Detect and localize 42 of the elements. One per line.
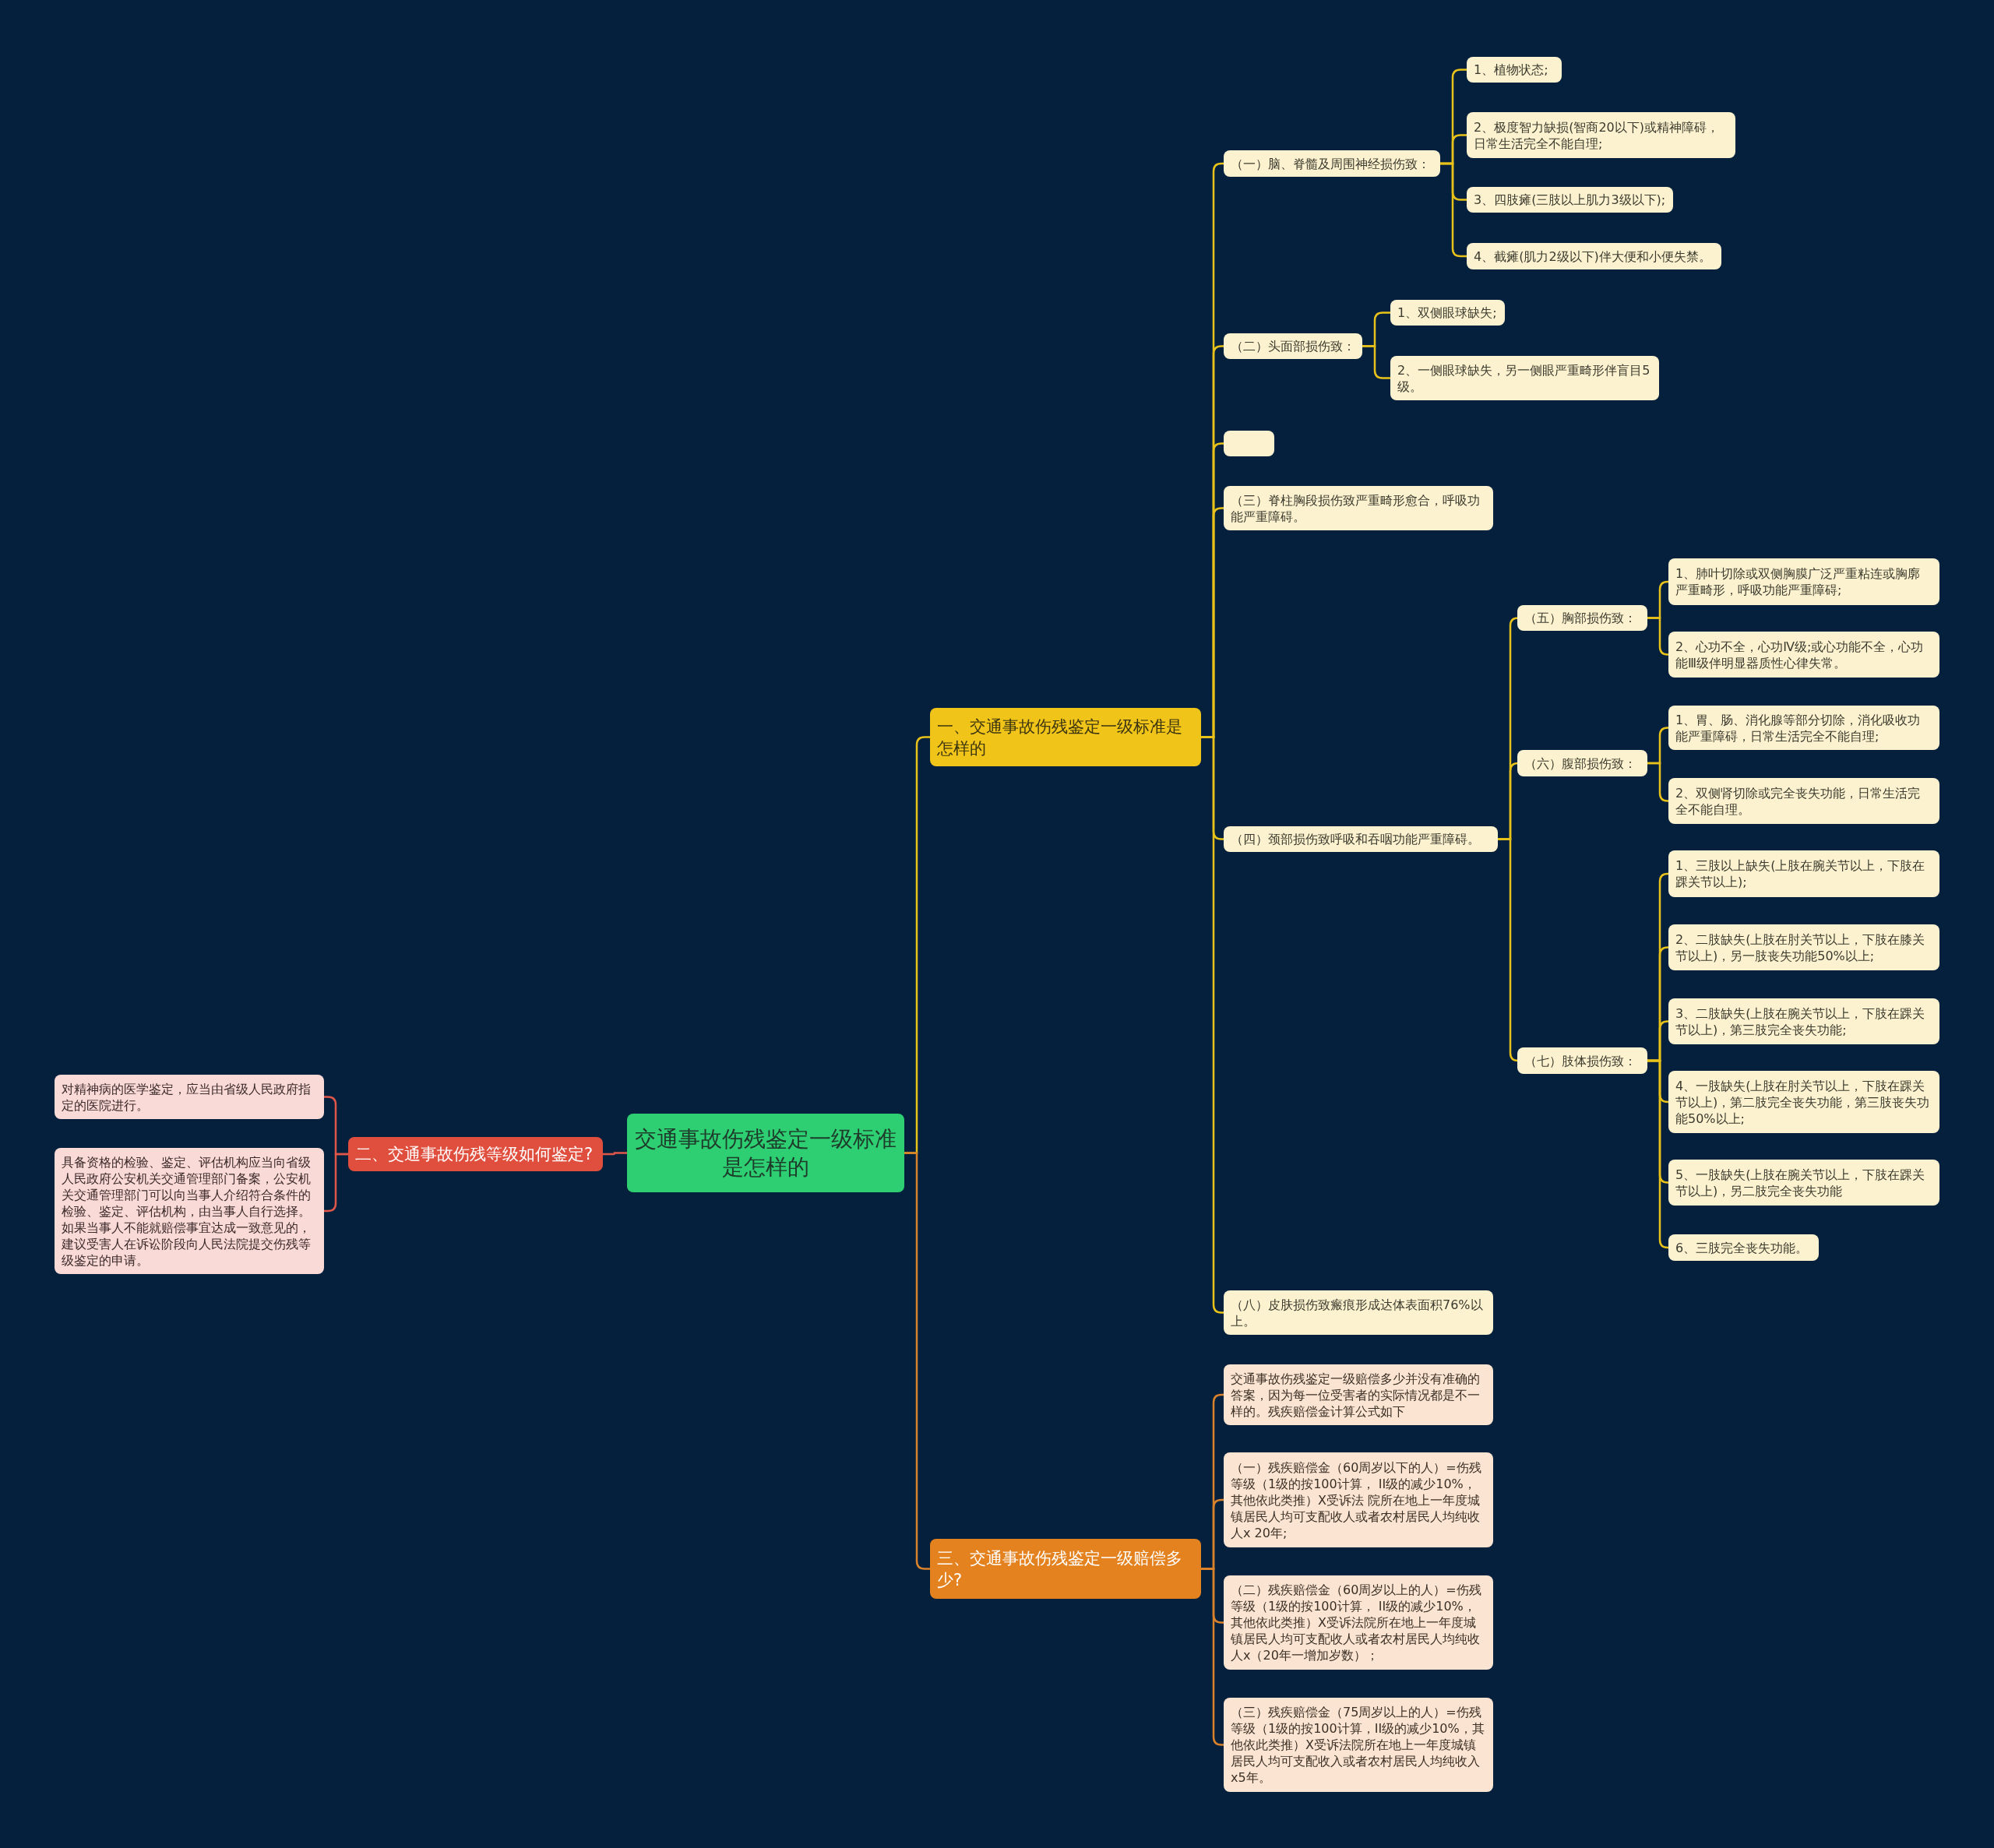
branch-topic-box: 二、交通事故伤残等级如何鉴定? [348,1137,603,1171]
empty-box [1224,431,1274,456]
topic-box: （六）腹部损伤致： [1517,750,1647,776]
topic-box: 2、极度智力缺损(智商20以下)或精神障碍，日常生活完全不能自理; [1467,112,1735,158]
topic-box: （三）残疾赔偿金（75周岁以上的人）=伤残等级（1级的按100计算，II级的减少10%，其他依此类推）X受诉法院所在地上一年度城镇居民人均可支配收入或者农村居民人均纯收入x5年。 [1224,1698,1493,1792]
connector-line [1647,1059,1669,1249]
topic-box: 1、双侧眼球缺失; [1390,300,1505,326]
topic-box: 3、二肢缺失(上肢在腕关节以上，下肢在踝关节以上)，第三肢完全丧失功能; [1668,998,1939,1044]
connector-line [1362,345,1390,379]
connector-line [1440,162,1467,258]
topic-box: 交通事故伤残鉴定一级赔偿多少并没有准确的答案，因为每一位受害者的实际情况都是不一样的。残疾赔偿金计算公式如下 [1224,1364,1493,1425]
topic-box: （七）肢体损伤致： [1517,1047,1647,1074]
topic-box: 1、肺叶切除或双侧胸膜广泛严重粘连或胸廓严重畸形，呼吸功能严重障碍; [1668,558,1939,605]
topic-box: （二）残疾赔偿金（60周岁以上的人）=伤残等级（1级的按100计算， II级的减少10%，其他依此类推）X受诉法院所在地上一年度城镇居民人均可支配收人或者农村居民人均纯收人x（20年一增加岁数）； [1224,1575,1493,1670]
topic-box: 1、三肢以上缺失(上肢在腕关节以上，下肢在踝关节以上); [1668,850,1939,897]
topic-box: （五）胸部损伤致： [1517,605,1647,631]
topic-box: （八）皮肤损伤致瘢痕形成达体表面积76%以上。 [1224,1290,1493,1335]
connector-line [1647,617,1669,656]
topic-box: 2、二肢缺失(上肢在肘关节以上，下肢在膝关节以上)，另一肢丧失功能50%以上; [1668,924,1939,970]
topic-box: 1、植物状态; [1467,57,1562,83]
topic-box: 4、截瘫(肌力2级以下)伴大便和小便失禁。 [1467,243,1721,269]
topic-box: 6、三肢完全丧失功能。 [1668,1234,1819,1261]
topic-box: 3、四肢瘫(三肢以上肌力3级以下); [1467,187,1673,213]
topic-box: 2、双侧肾切除或完全丧失功能，日常生活完全不能自理。 [1668,778,1939,824]
topic-box: 5、一肢缺失(上肢在腕关节以上，下肢在踝关节以上)，另二肢完全丧失功能 [1668,1160,1939,1206]
branch-topic-box: 三、交通事故伤残鉴定一级赔偿多少? [930,1539,1201,1599]
connector-line [603,1152,627,1156]
topic-box: 对精神病的医学鉴定，应当由省级人民政府指定的医院进行。 [55,1075,324,1119]
topic-box: （三）脊柱胸段损伤致严重畸形愈合，呼吸功能严重障碍。 [1224,486,1493,530]
topic-box: 4、一肢缺失(上肢在肘关节以上，下肢在踝关节以上)，第二肢完全丧失功能，第三肢丧失功能50%以上; [1668,1071,1939,1133]
topic-box: 1、胃、肠、消化腺等部分切除，消化吸收功能严重障碍，日常生活完全不能自理; [1668,706,1939,750]
topic-box: （二）头面部损伤致： [1224,333,1362,359]
connector-line [1647,762,1669,802]
topic-box: （四）颈部损伤致呼吸和吞咽功能严重障碍。 [1224,826,1498,852]
topic-box: 2、一侧眼球缺失，另一侧眼严重畸形伴盲目5级。 [1390,356,1659,400]
central-topic-box: 交通事故伤残鉴定一级标准是怎样的 [627,1114,904,1192]
topic-box: （一）脑、脊髓及周围神经损伤致： [1224,150,1440,177]
topic-box: 2、心功不全，心功Ⅳ级;或心功能不全，心功能Ⅲ级伴明显器质性心律失常。 [1668,632,1939,678]
topic-box: （一）残疾赔偿金（60周岁以下的人）=伤残等级（1级的按100计算， II级的减少10%，其他依此类推）X受诉法 院所在地上一年度城镇居民人均可支配收人或者农村居民人均纯收人x 20年; [1224,1452,1493,1547]
branch-topic-box: 一、交通事故伤残鉴定一级标准是怎样的 [930,708,1201,766]
connector-line [904,1152,930,1570]
topic-box: 具备资格的检验、鉴定、评估机构应当向省级人民政府公安机关交通管理部门备案，公安机关交通管理部门可以向当事人介绍符合条件的检验、鉴定、评估机构，由当事人自行选择。如果当事人不能就赔偿事宜达成一致意见的，建议受害人在诉讼阶段向人民法院提交伤残等级鉴定的申请。 [55,1148,324,1274]
